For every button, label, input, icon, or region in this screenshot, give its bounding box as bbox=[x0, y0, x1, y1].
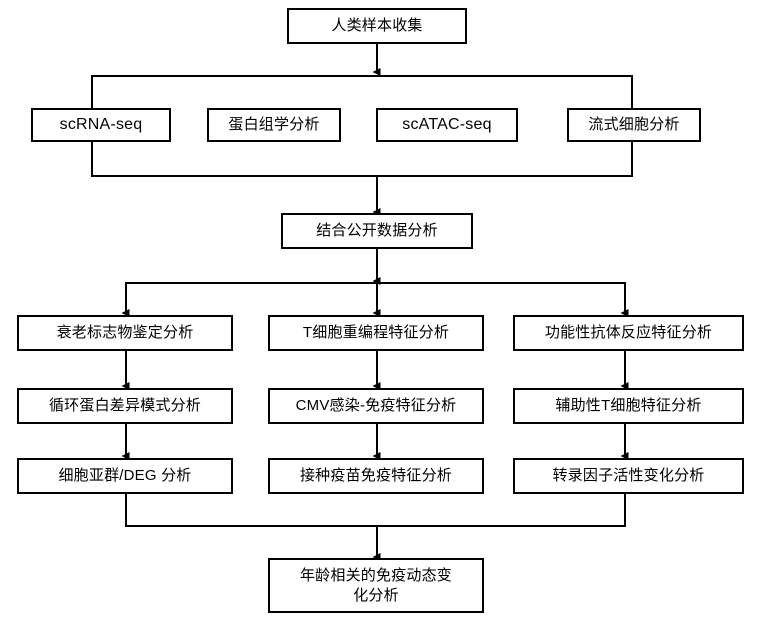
node-scatac-seq[interactable]: scATAC-seq bbox=[376, 108, 518, 142]
node-label: 功能性抗体反应特征分析 bbox=[544, 323, 713, 341]
node-age-immune-dynamics[interactable]: 年龄相关的免疫动态变 化分析 bbox=[268, 558, 484, 613]
node-label: scRNA-seq bbox=[59, 116, 143, 133]
node-tcell-reprogramming[interactable]: T细胞重编程特征分析 bbox=[268, 315, 484, 351]
node-helper-tcell-signature[interactable]: 辅助性T细胞特征分析 bbox=[513, 388, 744, 424]
node-label: 人类样本收集 bbox=[331, 16, 423, 34]
node-functional-antibody[interactable]: 功能性抗体反应特征分析 bbox=[513, 315, 744, 351]
node-label: T细胞重编程特征分析 bbox=[302, 323, 450, 341]
node-label: 辅助性T细胞特征分析 bbox=[555, 396, 702, 414]
node-label: 流式细胞分析 bbox=[588, 115, 680, 133]
node-label: 衰老标志物鉴定分析 bbox=[56, 323, 194, 341]
node-proteomics-analysis[interactable]: 蛋白组学分析 bbox=[207, 108, 341, 142]
node-vaccination-immune[interactable]: 接种疫苗免疫特征分析 bbox=[268, 458, 484, 494]
node-flow-cytometry-analysis[interactable]: 流式细胞分析 bbox=[567, 108, 701, 142]
node-human-sample-collection[interactable]: 人类样本收集 bbox=[287, 8, 467, 44]
node-subpopulation-deg[interactable]: 细胞亚群/DEG 分析 bbox=[17, 458, 233, 494]
node-label: 年龄相关的免疫动态变 化分析 bbox=[299, 567, 452, 604]
node-circulating-protein[interactable]: 循环蛋白差异模式分析 bbox=[17, 388, 233, 424]
node-label: 蛋白组学分析 bbox=[228, 115, 320, 133]
node-label: scATAC-seq bbox=[402, 116, 492, 133]
node-label: 循环蛋白差异模式分析 bbox=[48, 396, 201, 414]
node-senescence-marker-id[interactable]: 衰老标志物鉴定分析 bbox=[17, 315, 233, 351]
node-label: CMV感染-免疫特征分析 bbox=[295, 396, 457, 414]
node-label: 细胞亚群/DEG 分析 bbox=[58, 466, 192, 484]
node-tf-activity-change[interactable]: 转录因子活性变化分析 bbox=[513, 458, 744, 494]
node-label: 结合公开数据分析 bbox=[316, 221, 438, 239]
node-label: 转录因子活性变化分析 bbox=[552, 466, 705, 484]
node-label: 接种疫苗免疫特征分析 bbox=[299, 466, 452, 484]
node-public-data-integration[interactable]: 结合公开数据分析 bbox=[281, 213, 473, 249]
node-scrna-seq[interactable]: scRNA-seq bbox=[31, 108, 171, 142]
node-cmv-immune-signature[interactable]: CMV感染-免疫特征分析 bbox=[268, 388, 484, 424]
